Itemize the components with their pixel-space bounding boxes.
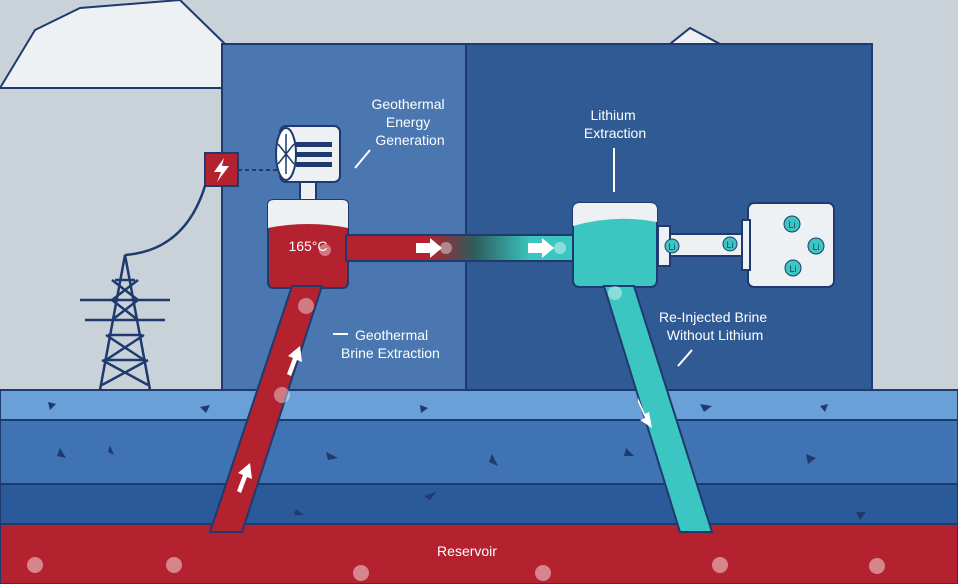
arrow-icon	[528, 238, 554, 258]
li-symbol: Li	[668, 242, 675, 252]
bubble	[298, 298, 314, 314]
reinjected-brine-label: Re-Injected Brine Without Lithium	[659, 309, 771, 343]
lithium-pipe	[669, 233, 753, 257]
arrow-icon	[416, 238, 442, 258]
lightning-bolt	[214, 158, 229, 182]
arrow-icon	[287, 346, 302, 376]
turbine-icon	[275, 125, 341, 203]
brine-extraction-label: Geothermal Brine Extraction	[341, 327, 440, 361]
lithium-extraction-label: Lithium Extraction	[584, 107, 646, 141]
reservoir	[0, 523, 958, 584]
arrow-icon	[237, 463, 252, 493]
lithium-container-icon	[741, 202, 835, 288]
leader-line	[677, 349, 693, 367]
rock-flecks	[48, 402, 866, 520]
power-tower-icon	[80, 174, 210, 391]
bubble	[554, 242, 566, 254]
bubble	[274, 387, 290, 403]
injection-well	[602, 285, 714, 533]
bubble	[608, 286, 622, 300]
reservoir-bubbles	[27, 557, 885, 581]
ground-layer-2	[0, 419, 958, 485]
li-symbol: Li	[788, 220, 795, 230]
li-symbol: Li	[789, 264, 796, 274]
bubble	[440, 242, 452, 254]
li-symbol: Li	[812, 242, 819, 252]
ground-layer-1	[0, 389, 958, 421]
li-symbol: Li	[726, 240, 733, 250]
production-well	[208, 285, 324, 533]
temperature-label: 165°C	[288, 238, 327, 254]
leader-line	[354, 149, 371, 169]
lithium-particle	[722, 236, 738, 252]
reservoir-label: Reservoir	[437, 543, 497, 559]
geothermal-energy-label: Geothermal Energy Generation	[371, 96, 448, 148]
geothermal-tank-top	[268, 200, 348, 228]
ground-layer-3	[0, 483, 958, 525]
arrow-icon	[638, 398, 652, 428]
lithium-tank-top	[573, 203, 657, 226]
bubble	[319, 244, 331, 256]
